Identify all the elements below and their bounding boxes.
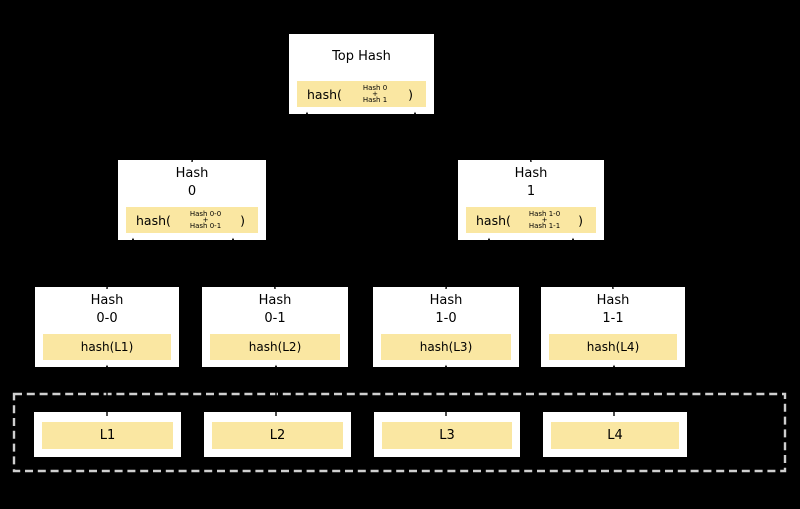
top-hash-node: Top Hash hash( Hash 0 + Hash 1 ) xyxy=(288,33,435,115)
hash-func-open: hash( xyxy=(476,212,511,228)
hash-arg-top: Hash 1-0 xyxy=(528,209,561,218)
hash-label: hash(L4) xyxy=(586,340,640,354)
hash-0-node: Hash 0 hash( Hash 0-0 + Hash 0-1 ) xyxy=(117,159,267,241)
node-title-line: Hash xyxy=(429,293,463,308)
hash-func-open: hash( xyxy=(136,212,171,228)
node-title-line: Hash xyxy=(514,166,548,181)
arrow-hash00-to-hash0 xyxy=(106,237,138,290)
hash-1-1-node: Hash 1-1 hash(L4) xyxy=(540,286,686,368)
data-block-label: L4 xyxy=(551,422,679,449)
data-block-l2: L2 xyxy=(203,411,352,458)
hash-1-1-formula: hash(L4) xyxy=(549,334,677,360)
hash-arg-bottom: Hash 1 xyxy=(362,95,388,104)
node-title-line: Hash xyxy=(175,166,209,181)
hash-label: hash(L3) xyxy=(419,340,473,354)
hash-label: hash(L1) xyxy=(80,340,134,354)
data-block-l3: L3 xyxy=(373,411,521,458)
arrow-hash11-to-hash1 xyxy=(568,237,614,290)
hash-1-formula: hash( Hash 1-0 + Hash 1-1 ) xyxy=(466,207,596,233)
hash-0-0-node: Hash 0-0 hash(L1) xyxy=(34,286,180,368)
arrow-hash01-to-hash0 xyxy=(228,237,276,290)
hash-1-0-formula: hash(L3) xyxy=(381,334,511,360)
node-title-line: Top Hash xyxy=(332,49,391,64)
hash-0-0-title: Hash 0-0 xyxy=(35,287,179,333)
hash-0-title: Hash 0 xyxy=(118,160,266,206)
hash-func-close: ) xyxy=(240,212,245,228)
hash-1-1-title: Hash 1-1 xyxy=(541,287,685,333)
arrow-hash0-to-root xyxy=(191,111,312,163)
hash-arg-top: Hash 0-0 xyxy=(189,209,222,218)
hash-label: hash(L2) xyxy=(248,340,302,354)
hash-args: Hash 0-0 + Hash 0-1 xyxy=(189,209,222,230)
hash-0-1-node: Hash 0-1 hash(L2) xyxy=(201,286,349,368)
plus-sign: + xyxy=(541,215,548,224)
arrow-hash1-to-root xyxy=(410,111,532,163)
node-title-line: 1-0 xyxy=(435,311,457,326)
hash-0-0-formula: hash(L1) xyxy=(43,334,171,360)
node-title-line: 0-0 xyxy=(96,311,118,326)
hash-1-title: Hash 1 xyxy=(458,160,604,206)
data-block-label: L2 xyxy=(212,422,343,449)
plus-sign: + xyxy=(202,215,209,224)
hash-arg-bottom: Hash 0-1 xyxy=(189,221,222,230)
node-title-line: 0 xyxy=(187,184,197,199)
top-hash-formula: hash( Hash 0 + Hash 1 ) xyxy=(297,81,426,107)
node-title-line: Hash xyxy=(90,293,124,308)
hash-1-0-title: Hash 1-0 xyxy=(373,287,519,333)
node-title-line: 0-1 xyxy=(264,311,286,326)
hash-arg-bottom: Hash 1-1 xyxy=(528,221,561,230)
hash-args: Hash 0 + Hash 1 xyxy=(362,83,388,104)
data-block-label: L3 xyxy=(382,422,512,449)
hash-1-node: Hash 1 hash( Hash 1-0 + Hash 1-1 ) xyxy=(457,159,605,241)
hash-func-open: hash( xyxy=(307,86,342,102)
arrow-hash10-to-hash1 xyxy=(445,237,494,290)
hash-0-1-title: Hash 0-1 xyxy=(202,287,348,333)
data-block-label: L1 xyxy=(42,422,173,449)
hash-arg-top: Hash 0 xyxy=(362,83,388,92)
node-title-line: 1-1 xyxy=(602,311,624,326)
hash-1-0-node: Hash 1-0 hash(L3) xyxy=(372,286,520,368)
top-hash-title: Top Hash xyxy=(289,34,434,80)
node-title-line: Hash xyxy=(258,293,292,308)
hash-0-1-formula: hash(L2) xyxy=(210,334,340,360)
node-title-line: Hash xyxy=(596,293,630,308)
hash-func-close: ) xyxy=(578,212,583,228)
plus-sign: + xyxy=(372,89,378,98)
data-block-l4: L4 xyxy=(542,411,688,458)
data-block-l1: L1 xyxy=(33,411,182,458)
node-title-line: 1 xyxy=(526,184,536,199)
hash-0-formula: hash( Hash 0-0 + Hash 0-1 ) xyxy=(126,207,258,233)
hash-args: Hash 1-0 + Hash 1-1 xyxy=(528,209,561,230)
hash-func-close: ) xyxy=(408,86,413,102)
